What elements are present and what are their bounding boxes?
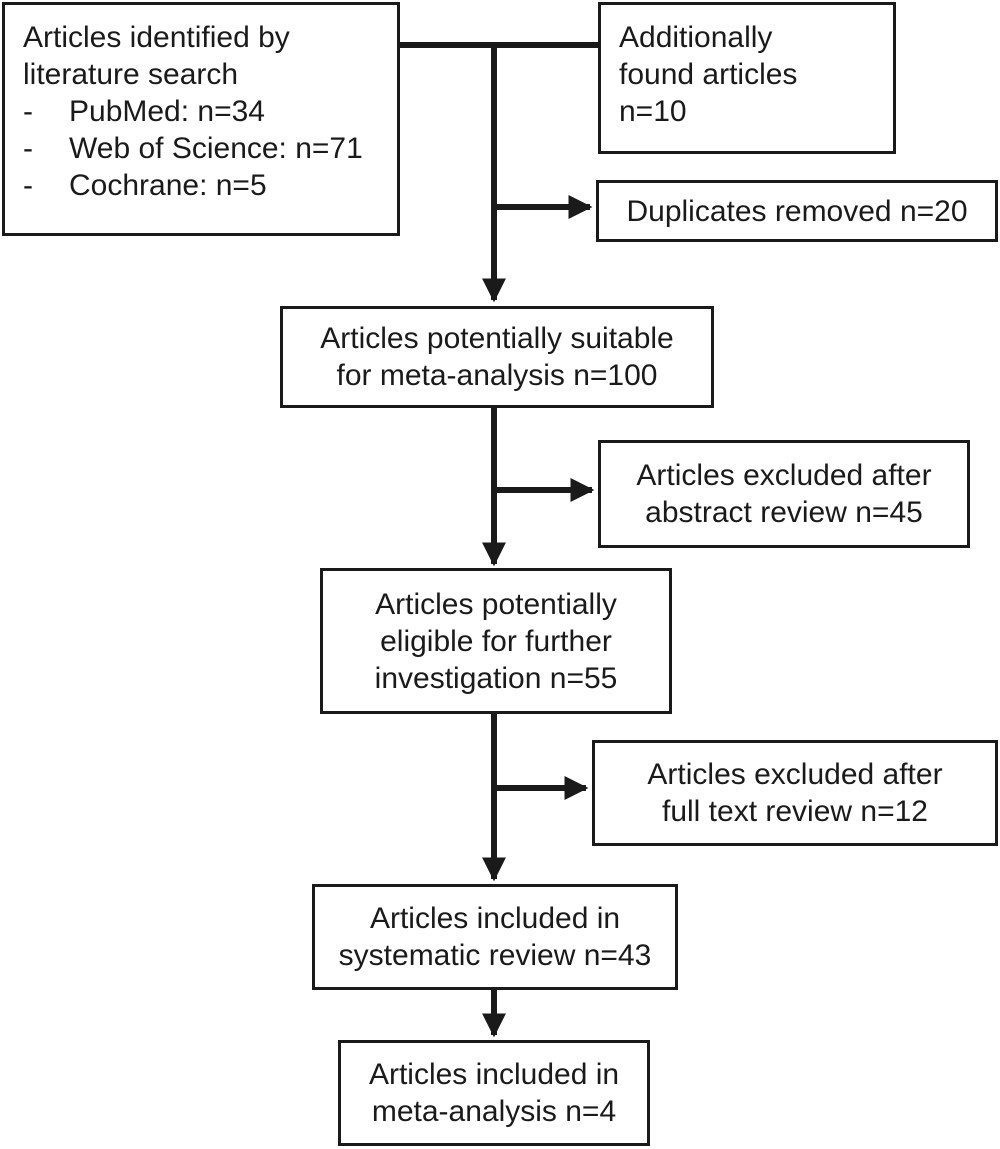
additional-line-3: n=10 bbox=[619, 95, 687, 128]
excluded-fulltext-box: Articles excluded after full text review… bbox=[592, 740, 998, 846]
excluded-fulltext-line-1: Articles excluded after bbox=[647, 758, 943, 791]
search-title-line-1: Articles identified by bbox=[23, 21, 290, 54]
suitable-line-1: Articles potentially suitable bbox=[320, 322, 674, 355]
excluded-fulltext-line-2: full text review n=12 bbox=[662, 795, 928, 828]
search-title-line-2: literature search bbox=[23, 58, 239, 91]
additional-line-1: Additionally bbox=[619, 21, 773, 54]
excluded-abstract-line-2: abstract review n=45 bbox=[645, 496, 923, 529]
bullet-dash: - bbox=[23, 95, 33, 128]
source-label: PubMed: n=34 bbox=[69, 95, 265, 128]
duplicates-removed-box: Duplicates removed n=20 bbox=[596, 180, 998, 242]
eligible-line-3: investigation n=55 bbox=[374, 661, 618, 695]
search-results-box: Articles identified by literature search… bbox=[2, 2, 400, 236]
bullet-dash: - bbox=[23, 132, 33, 165]
source-item-cochrane: - Cochrane: n=5 bbox=[23, 167, 397, 204]
excluded-abstract-box: Articles excluded after abstract review … bbox=[598, 440, 970, 548]
source-item-web-of-science: - Web of Science: n=71 bbox=[23, 130, 397, 167]
eligible-line-1: Articles potentially bbox=[375, 587, 617, 621]
meta-analysis-box: Articles included in meta-analysis n=4 bbox=[338, 1040, 650, 1146]
systematic-line-2: systematic review n=43 bbox=[338, 939, 652, 972]
additional-articles-box: Additionally found articles n=10 bbox=[598, 2, 896, 154]
additional-line-2: found articles bbox=[619, 58, 798, 91]
meta-line-2: meta-analysis n=4 bbox=[371, 1095, 617, 1128]
potentially-suitable-box: Articles potentially suitable for meta-a… bbox=[280, 306, 714, 408]
source-label: Web of Science: n=71 bbox=[69, 132, 363, 165]
eligible-line-2: eligible for further bbox=[380, 624, 612, 658]
excluded-abstract-line-1: Articles excluded after bbox=[636, 459, 932, 492]
duplicates-line-1: Duplicates removed n=20 bbox=[626, 194, 968, 228]
systematic-line-1: Articles included in bbox=[369, 902, 621, 935]
source-label: Cochrane: n=5 bbox=[69, 169, 267, 202]
suitable-line-2: for meta-analysis n=100 bbox=[336, 359, 658, 392]
bullet-dash: - bbox=[23, 169, 33, 202]
source-item-pubmed: - PubMed: n=34 bbox=[23, 93, 397, 130]
potentially-eligible-box: Articles potentially eligible for furthe… bbox=[320, 568, 672, 714]
meta-line-1: Articles included in bbox=[368, 1058, 620, 1091]
systematic-review-box: Articles included in systematic review n… bbox=[312, 884, 678, 990]
